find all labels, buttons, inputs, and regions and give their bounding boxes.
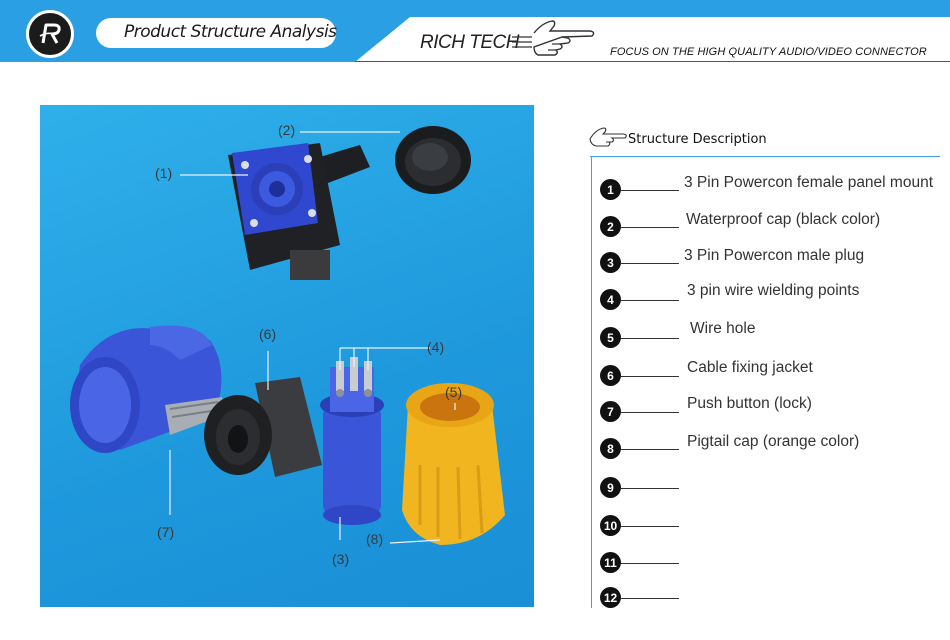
push-button-lock bbox=[165, 397, 224, 435]
structure-item: 7 Push button (lock) bbox=[600, 395, 945, 423]
item-connector-line bbox=[621, 376, 679, 377]
callout-8: (8) bbox=[366, 531, 384, 547]
item-text: Waterproof cap (black color) bbox=[686, 211, 881, 228]
page-title: Product Structure Analysis bbox=[124, 22, 337, 42]
leader-lines bbox=[169, 131, 456, 544]
item-number: 11 bbox=[600, 552, 621, 573]
item-connector-line bbox=[621, 300, 679, 301]
item-connector-line bbox=[621, 263, 679, 264]
slogan: FOCUS ON THE HIGH QUALITY AUDIO/VIDEO CO… bbox=[610, 46, 927, 58]
item-text: 3 pin wire wielding points bbox=[687, 282, 860, 299]
brand-logo-icon bbox=[26, 10, 74, 58]
item-number: 3 bbox=[600, 252, 621, 273]
structure-item: 4 3 pin wire wielding points bbox=[600, 282, 945, 311]
item-text: Cable fixing jacket bbox=[687, 359, 813, 376]
item-number: 9 bbox=[600, 477, 621, 498]
item-text: Push button (lock) bbox=[687, 395, 812, 412]
item-number: 2 bbox=[600, 216, 621, 237]
item-number: 10 bbox=[600, 515, 621, 536]
item-connector-line bbox=[621, 412, 679, 413]
callout-1: (1) bbox=[155, 165, 173, 181]
pin-insert bbox=[323, 405, 381, 515]
structure-item: 1 3 Pin Powercon female panel mount bbox=[600, 174, 945, 201]
item-text: Wire hole bbox=[690, 320, 756, 337]
structure-divider bbox=[590, 156, 940, 157]
item-number: 8 bbox=[600, 438, 621, 459]
product-image-panel: (1) (2) (3) (4) (5) (6) (7) (8) bbox=[40, 105, 534, 607]
pointing-hand-icon bbox=[512, 20, 595, 56]
structure-item: 12 bbox=[600, 587, 945, 609]
structure-item: 10 bbox=[600, 515, 945, 537]
structure-heading: Structure Description bbox=[628, 132, 767, 147]
structure-vertical-rule bbox=[591, 156, 592, 608]
item-number: 7 bbox=[600, 401, 621, 422]
structure-item: 6 Cable fixing jacket bbox=[600, 359, 945, 387]
header-divider bbox=[355, 61, 950, 62]
item-text: 3 Pin Powercon male plug bbox=[684, 247, 865, 264]
item-number: 1 bbox=[600, 179, 621, 200]
connector-exploded-illustration bbox=[70, 126, 505, 545]
structure-item: 5 Wire hole bbox=[600, 320, 945, 349]
item-number: 5 bbox=[600, 327, 621, 348]
callout-5: (5) bbox=[445, 384, 463, 400]
title-pill bbox=[96, 18, 336, 48]
cable-fixing-jacket bbox=[255, 377, 322, 477]
pointing-hand-icon bbox=[589, 127, 627, 147]
structure-item: 11 bbox=[600, 552, 945, 574]
item-connector-line bbox=[621, 338, 679, 339]
item-text: 3 Pin Powercon female panel mount bbox=[684, 174, 934, 191]
item-number: 6 bbox=[600, 365, 621, 386]
callout-3: (3) bbox=[332, 551, 350, 567]
item-connector-line bbox=[621, 598, 679, 599]
structure-item: 9 bbox=[600, 477, 945, 499]
callout-2: (2) bbox=[278, 122, 296, 138]
callout-4: (4) bbox=[427, 339, 445, 355]
structure-item: 8 Pigtail cap (orange color) bbox=[600, 433, 945, 460]
item-number: 12 bbox=[600, 587, 621, 608]
item-text: Pigtail cap (orange color) bbox=[687, 433, 860, 450]
item-number: 4 bbox=[600, 289, 621, 310]
item-connector-line bbox=[621, 190, 679, 191]
item-connector-line bbox=[621, 526, 679, 527]
item-connector-line bbox=[621, 227, 679, 228]
item-connector-line bbox=[621, 449, 679, 450]
callout-7: (7) bbox=[157, 524, 175, 540]
item-connector-line bbox=[621, 488, 679, 489]
structure-item: 2 Waterproof cap (black color) bbox=[600, 211, 945, 238]
callout-6: (6) bbox=[259, 326, 277, 342]
item-connector-line bbox=[621, 563, 679, 564]
structure-item: 3 3 Pin Powercon male plug bbox=[600, 247, 945, 274]
brand-name: RICH TECH bbox=[420, 32, 519, 53]
